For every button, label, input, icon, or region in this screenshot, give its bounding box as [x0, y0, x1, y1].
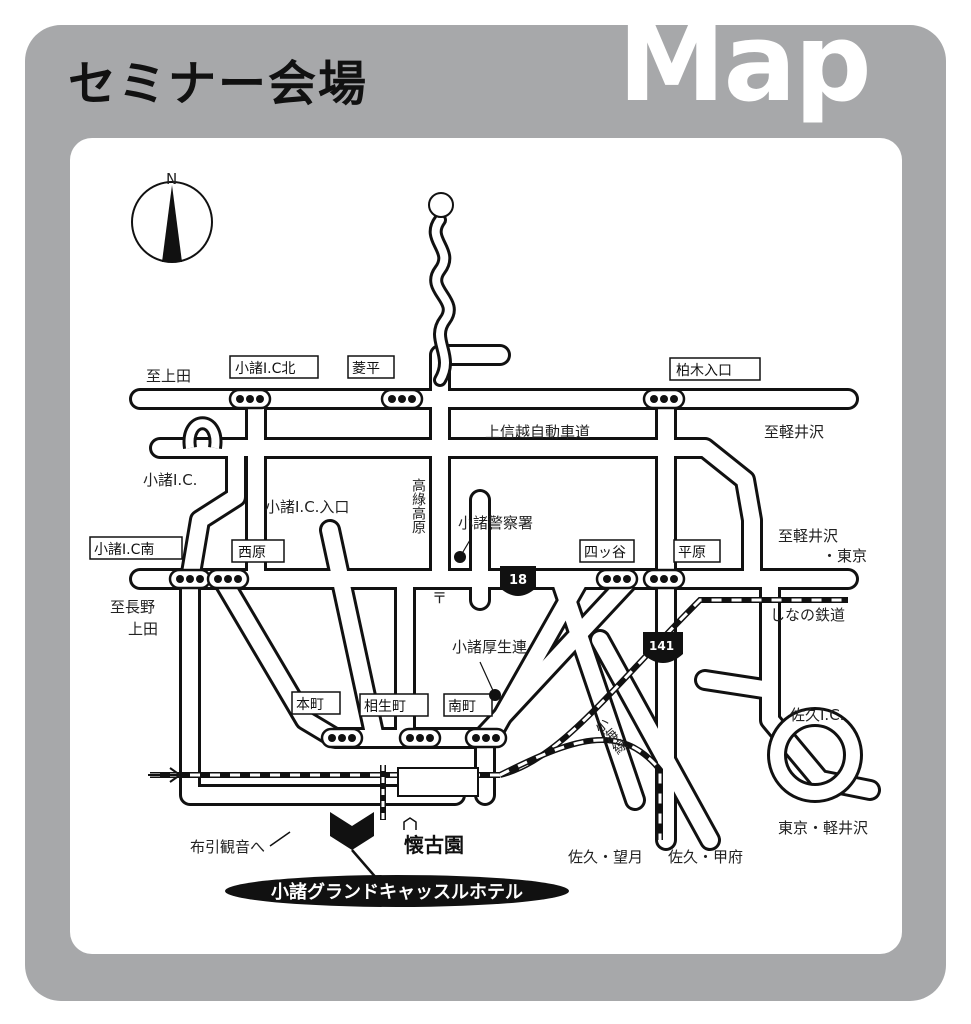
label-to-karuizawa-tokyo-2: ・東京 [822, 547, 867, 565]
label-komoro-ic: 小諸I.C. [143, 471, 197, 489]
route-141-number: 141 [649, 639, 674, 653]
signal-label-hishidaira: 菱平 [352, 361, 380, 377]
page-title: セミナー会場 [68, 56, 369, 112]
label-kaikoen: 懐古園 [403, 833, 464, 857]
post-office-icon: 〒 [432, 589, 447, 607]
signal-icon [398, 727, 442, 749]
label-saku-mochizuki: 佐久・望月 [568, 848, 643, 866]
komoro-station [397, 767, 479, 797]
label-to-nagano-2: 上田 [128, 620, 158, 638]
mountain-road [428, 213, 456, 387]
label-police-station: 小諸警察署 [458, 514, 533, 532]
label-to-ueda: 至上田 [146, 367, 191, 385]
route-18-shield-icon: 18 [500, 566, 536, 596]
komoro-ic-loop [182, 416, 223, 450]
park-icon [403, 817, 417, 830]
label-koryo-high-school: 高綠高原 [410, 477, 426, 534]
saku-ic-loop [767, 707, 863, 803]
signal-icon [168, 568, 212, 590]
summit-marker [428, 192, 454, 218]
signal-label-komoro-ic-minami: 小諸I.C南 [94, 542, 154, 558]
signal-icon [228, 388, 272, 410]
label-shinano-railway: しなの鉄道 [770, 606, 845, 624]
signal-icon [642, 568, 686, 590]
hotel-banner: 小諸グランドキャッスルホテル [225, 875, 569, 907]
route-map: N 小諸I.C北 菱平 柏木入口 小諸I.C南 西原 四ッ谷 平原 本町 相生町 [89, 170, 881, 907]
signal-labels: 小諸I.C北 菱平 柏木入口 小諸I.C南 西原 四ッ谷 平原 本町 相生町 南… [89, 355, 761, 717]
label-komoro-kosei: 小諸厚生連 [452, 638, 527, 656]
signal-icon [206, 568, 250, 590]
signal-icon [380, 388, 424, 410]
map-heading: Map [618, 1, 872, 126]
signal-icon [320, 727, 364, 749]
hotel-name: 小諸グランドキャッスルホテル [271, 881, 523, 903]
signal-label-honmachi: 本町 [296, 697, 324, 713]
signal-label-hirahara: 平原 [678, 545, 706, 561]
signal-label-minamimachi: 南町 [448, 699, 476, 715]
signal-label-nishihara: 西原 [238, 545, 266, 561]
label-to-nagano-1: 至長野 [110, 598, 155, 616]
label-tokyo-karuizawa: 東京・軽井沢 [778, 819, 868, 837]
label-komoro-ic-iriguchi: 小諸I.C.入口 [265, 498, 349, 516]
route-18-number: 18 [509, 573, 527, 588]
signal-label-kashiwagi-iriguchi: 柏木入口 [676, 363, 732, 379]
signal-icon [464, 727, 508, 749]
signal-label-aioicho: 相生町 [364, 699, 406, 715]
label-saku-kofu: 佐久・甲府 [668, 848, 743, 866]
hotel-marker-icon [330, 812, 379, 881]
label-nunobiki-kannon: 布引観音へ [190, 838, 265, 856]
signal-label-komoro-ic-kita: 小諸I.C北 [235, 361, 295, 377]
compass-north-label: N [166, 170, 177, 188]
signal-icon [595, 568, 639, 590]
arrow-west-icon [148, 767, 182, 783]
compass-icon: N [131, 170, 213, 263]
signal-label-yotsuya: 四ッ谷 [584, 545, 626, 561]
label-to-karuizawa-tokyo-1: 至軽井沢 [778, 527, 838, 545]
route-141-shield-icon: 141 [643, 632, 683, 663]
label-to-karuizawa: 至軽井沢 [764, 423, 824, 441]
label-saku-ic: 佐久I.C. [790, 706, 844, 724]
label-joshinetsu-expressway: 上信越自動車道 [485, 423, 590, 441]
signal-icon [642, 388, 686, 410]
